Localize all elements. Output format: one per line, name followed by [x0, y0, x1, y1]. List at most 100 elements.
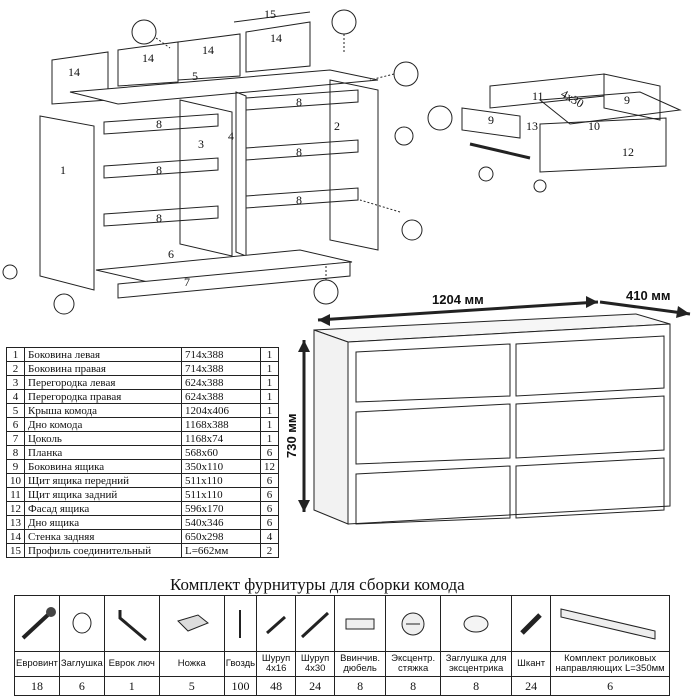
parts-cell-qty: 6 [260, 487, 279, 502]
cam-cap-icon [440, 595, 513, 652]
parts-cell-size: L=662мм [181, 543, 261, 558]
screw-icon [14, 595, 60, 652]
hardware-qty: 6 [58, 676, 105, 696]
drawer-side-right [603, 73, 661, 121]
parts-cell-name: Щит ящика передний [24, 473, 182, 488]
hardware-name: Ввинчив. дюбель [334, 651, 387, 677]
hardware-name: Гвоздь [223, 651, 258, 677]
hardware-name: Еврок люч [103, 651, 160, 677]
hardware-name: Эксцентр. стяжка [385, 651, 442, 677]
parts-cell-name: Профиль соединительный [24, 543, 182, 558]
depth-dimension: 410 мм [626, 288, 671, 303]
parts-cell-n: 3 [6, 375, 25, 390]
parts-cell-qty: 1 [260, 347, 279, 362]
bottom-panel [95, 249, 353, 283]
part-label-8b: 8 [156, 163, 162, 177]
parts-cell-n: 9 [6, 459, 25, 474]
part-label-11: 11 [532, 89, 544, 103]
parts-cell-size: 714x388 [181, 347, 261, 362]
long-screw-icon [295, 595, 336, 652]
cam-lock-icon [385, 595, 442, 652]
parts-cell-size: 1168x74 [181, 431, 261, 446]
hardware-qty: 8 [440, 676, 513, 696]
hardware-name: Заглушка [58, 651, 105, 677]
part-label-9b: 9 [624, 93, 630, 107]
parts-cell-n: 13 [6, 515, 25, 530]
drawer-front [539, 117, 667, 173]
parts-cell-name: Перегородка левая [24, 375, 182, 390]
parts-cell-size: 511x110 [181, 487, 261, 502]
parts-cell-n: 14 [6, 529, 25, 544]
rail-right-3 [245, 187, 359, 209]
height-dimension: 730 мм [284, 413, 299, 458]
part-label-12: 12 [622, 145, 634, 159]
parts-cell-qty: 6 [260, 515, 279, 530]
left-side-panel [39, 115, 95, 291]
part-label-14c: 14 [202, 43, 214, 57]
parts-cell-size: 714x388 [181, 361, 261, 376]
plinth [117, 261, 351, 299]
rail-right-2 [245, 139, 359, 161]
left-partition [179, 99, 233, 257]
drawer-screw-label: 4x30 [559, 86, 587, 110]
hardware-qty: 8 [334, 676, 387, 696]
part-label-8f: 8 [296, 193, 302, 207]
back-panel-mid-left [117, 41, 179, 87]
parts-cell-n: 10 [6, 473, 25, 488]
drawer-back [489, 73, 605, 109]
hardware-name: Шуруп 4х16 [256, 651, 297, 677]
drawer-bottom [538, 91, 682, 125]
part-label-14a: 14 [68, 65, 80, 79]
parts-cell-n: 4 [6, 389, 25, 404]
hardware-qty: 48 [256, 676, 297, 696]
parts-cell-name: Планка [24, 445, 182, 460]
hardware-qty: 6 [550, 676, 671, 696]
part-label-5: 5 [192, 69, 198, 83]
part-label-7: 7 [184, 275, 190, 289]
drawer-front-2 [515, 335, 665, 397]
wood-dowel-icon [511, 595, 552, 652]
parts-cell-qty: 1 [260, 431, 279, 446]
parts-cell-size: 1204x406 [181, 403, 261, 418]
parts-cell-n: 7 [6, 431, 25, 446]
width-dimension: 1204 мм [432, 292, 484, 307]
parts-cell-qty: 2 [260, 543, 279, 558]
parts-cell-name: Дно комода [24, 417, 182, 432]
hardware-name: Заглушка для эксцентрика [440, 651, 513, 677]
part-label-14b: 14 [142, 51, 154, 65]
parts-cell-qty: 1 [260, 403, 279, 418]
nail-icon [223, 595, 258, 652]
parts-cell-name: Фасад ящика [24, 501, 182, 516]
hardware-qty: 18 [14, 676, 60, 696]
hardware-name: Шуруп 4х30 [295, 651, 336, 677]
hardware-qty: 5 [158, 676, 225, 696]
parts-cell-size: 624x388 [181, 389, 261, 404]
parts-cell-qty: 6 [260, 473, 279, 488]
parts-cell-n: 2 [6, 361, 25, 376]
parts-cell-qty: 4 [260, 529, 279, 544]
top-panel [69, 69, 379, 105]
hardware-qty: 24 [295, 676, 336, 696]
parts-cell-qty: 1 [260, 389, 279, 404]
parts-cell-n: 8 [6, 445, 25, 460]
hardware-qty: 100 [223, 676, 258, 696]
parts-cell-size: 540x346 [181, 515, 261, 530]
cap-icon [58, 595, 105, 652]
parts-cell-size: 1168x388 [181, 417, 261, 432]
right-partition [235, 91, 247, 257]
rail-left-1 [103, 113, 219, 135]
dresser-side [313, 329, 349, 525]
